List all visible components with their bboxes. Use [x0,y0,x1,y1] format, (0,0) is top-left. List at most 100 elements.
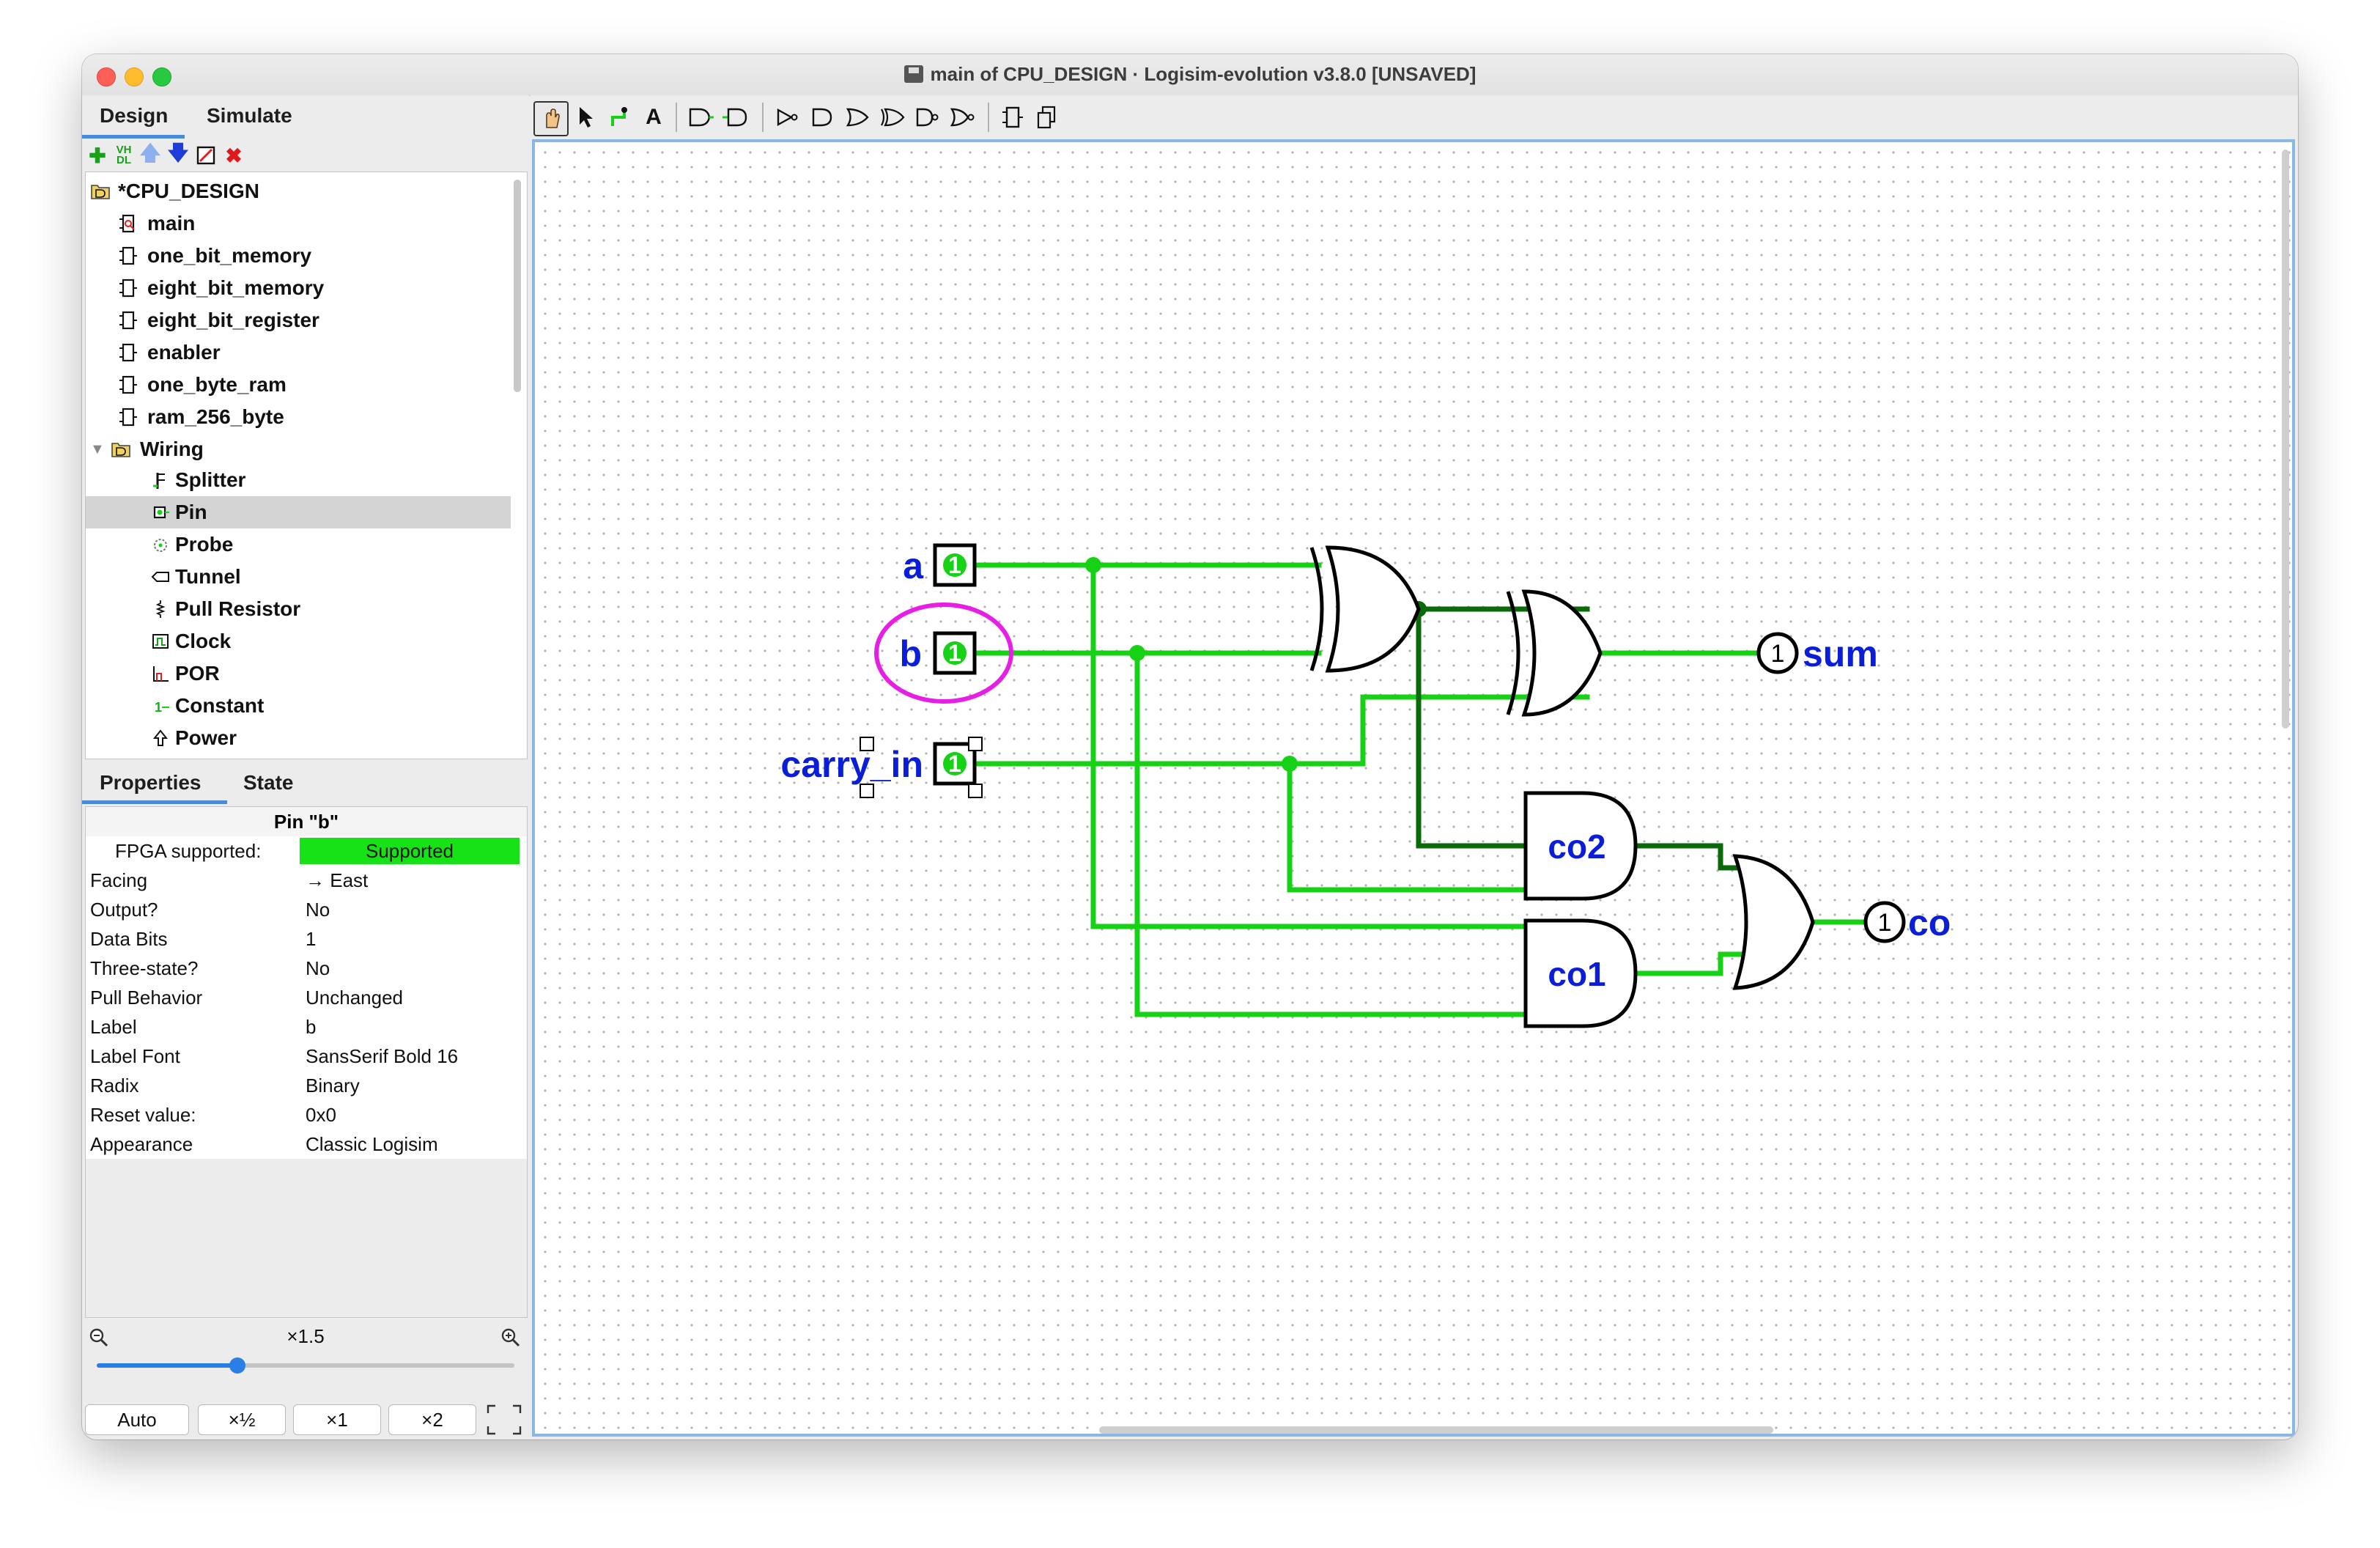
canvas-horizontal-scrollbar[interactable] [1099,1426,1773,1434]
wire-tool-icon[interactable] [604,101,636,133]
tab-simulate[interactable]: Simulate [207,104,292,127]
tree-library-wiring[interactable]: ▼ Wiring [86,433,511,465]
tree-circuit-one-bit-memory[interactable]: one_bit_memory [86,240,511,272]
wire-co1-to-or[interactable] [1633,951,1751,976]
property-value[interactable]: No [306,957,330,979]
property-row-fpga[interactable]: FPGA supported: Supported [86,836,527,866]
zoom-two-button[interactable]: ×2 [388,1404,476,1435]
input-pin-a[interactable] [933,543,977,587]
zoom-window-button[interactable] [152,67,171,86]
delete-icon[interactable]: ✖ [225,144,243,167]
output-pin-co[interactable] [1863,901,1906,943]
zoom-out-icon[interactable] [88,1327,110,1349]
tree-circuit-main[interactable]: main [86,207,511,240]
tree-scrollbar[interactable] [514,180,521,392]
zoom-in-icon[interactable] [500,1327,522,1349]
tree-item-tunnel[interactable]: Tunnel [86,561,511,593]
circuit-canvas[interactable]: 1 1 1 a b carry_in 1 1 sum co co2 co1 [532,139,2295,1437]
wire-carry-in[interactable] [976,694,1590,767]
tree-item-power[interactable]: Power [86,722,511,754]
property-row-facing[interactable]: Facing→ East [86,866,527,895]
zoom-auto-button[interactable]: Auto [85,1404,189,1435]
and-gate-co1[interactable] [1523,918,1638,1028]
minimize-window-button[interactable] [125,67,144,86]
tab-properties[interactable]: Properties [100,771,202,794]
property-value[interactable]: Binary [306,1075,360,1096]
wire-a-to-co1[interactable] [1090,562,1529,929]
select-tool-icon[interactable] [570,101,602,133]
tree-item-por[interactable]: POR [86,657,511,690]
property-value[interactable]: b [306,1016,317,1038]
input-pin-b[interactable] [933,631,977,675]
wire-co2-to-or[interactable] [1633,843,1751,871]
tree-item-pin[interactable]: Pin [86,496,511,528]
tree-circuit-one-byte-ram[interactable]: one_byte_ram [86,369,511,401]
property-value[interactable]: Classic Logisim [306,1133,438,1155]
property-row-output[interactable]: Output?No [86,895,527,924]
text-tool-icon[interactable]: A [646,105,662,129]
add-circuit-icon[interactable]: ✚ [89,144,106,167]
zoom-half-button[interactable]: ×½ [198,1404,286,1435]
property-row-reset-value[interactable]: Reset value:0x0 [86,1100,527,1129]
close-window-button[interactable] [97,67,116,86]
not-gate-tool-icon[interactable] [771,101,803,133]
property-value[interactable]: No [306,899,330,921]
output-pin-sum[interactable] [1756,632,1799,674]
selection-handles[interactable] [860,737,983,798]
expand-triangle-icon[interactable]: ▼ [90,441,105,457]
wire-carry-to-co2[interactable] [1287,761,1529,893]
tab-state[interactable]: State [243,771,294,794]
property-value[interactable]: → East [306,869,369,891]
zoom-one-button[interactable]: ×1 [293,1404,381,1435]
zoom-slider-track[interactable] [97,1357,514,1374]
xor-gate-1[interactable] [1309,545,1421,673]
fit-to-window-icon[interactable] [484,1401,525,1438]
property-value[interactable]: SansSerif Bold 16 [306,1045,459,1067]
and-gate-co2[interactable] [1523,791,1638,901]
poke-tool-icon[interactable] [533,101,569,136]
wire-b-to-co1[interactable] [1134,650,1529,1017]
xor-gate-2[interactable] [1506,589,1603,717]
add-circuit-tool-icon[interactable] [997,101,1029,133]
property-row-three-state[interactable]: Three-state?No [86,954,527,983]
vhdl-icon[interactable]: VH DL [116,144,132,166]
property-row-data-bits[interactable]: Data Bits 1 [86,924,527,954]
property-value[interactable]: 1 [306,928,317,950]
tree-item-pull-resistor[interactable]: Pull Resistor [86,593,511,625]
output-pin-tool-icon[interactable] [720,101,752,133]
or-gate-co[interactable] [1732,854,1815,990]
wire-xor-to-co2[interactable] [1416,606,1529,849]
move-down-icon[interactable]: 🡇 [167,141,189,164]
tree-project-root[interactable]: *CPU_DESIGN [86,175,511,207]
input-pin-tool-icon[interactable] [684,101,717,133]
property-row-label-font[interactable]: Label Font SansSerif Bold 16 [86,1042,527,1071]
tree-circuit-eight-bit-register[interactable]: eight_bit_register [86,304,511,336]
nor-gate-tool-icon[interactable] [947,101,979,133]
xor-gate-tool-icon[interactable] [876,101,909,133]
property-key: Label Font [90,1045,180,1067]
zoom-slider-knob[interactable] [229,1357,245,1374]
tree-circuit-enabler[interactable]: enabler [86,336,511,369]
tree-circuit-ram-256-byte[interactable]: ram_256_byte [86,401,511,433]
edit-appearance-icon[interactable] [193,144,218,167]
property-value[interactable]: Unchanged [306,987,403,1009]
nand-gate-tool-icon[interactable] [912,101,944,133]
tree-item-splitter[interactable]: Splitter [86,464,511,496]
property-key: Data Bits [90,928,168,950]
tree-item-clock[interactable]: Clock [86,625,511,657]
subcircuit-appearance-icon[interactable] [1030,101,1062,133]
tree-item-probe[interactable]: Probe [86,528,511,561]
and-gate-tool-icon[interactable] [806,101,838,133]
or-gate-tool-icon[interactable] [841,101,873,133]
move-up-icon[interactable]: 🡅 [139,141,161,164]
canvas-vertical-scrollbar[interactable] [2282,150,2289,729]
tree-circuit-eight-bit-memory[interactable]: eight_bit_memory [86,272,511,304]
tree-item-constant[interactable]: 1 Constant [86,690,511,722]
property-value[interactable]: 0x0 [306,1104,336,1126]
tab-design[interactable]: Design [100,104,169,127]
pin-carry-in-label: carry_in [780,744,923,785]
